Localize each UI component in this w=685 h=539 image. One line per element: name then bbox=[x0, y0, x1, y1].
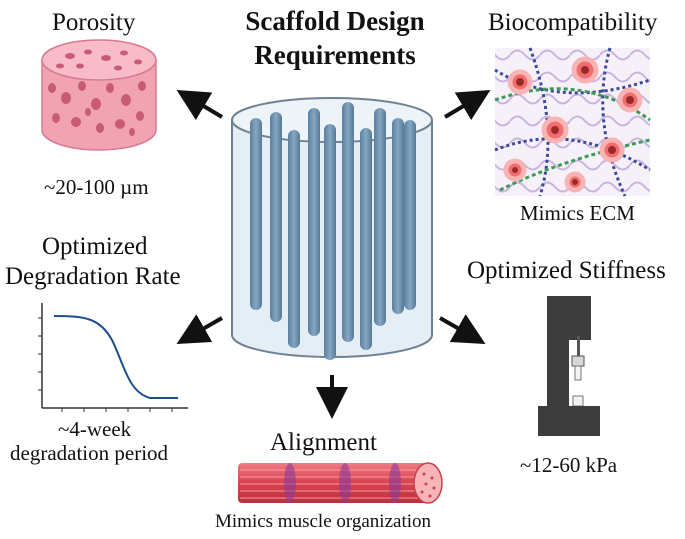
porous-cylinder-illustration bbox=[41, 39, 157, 151]
alignment-heading: Alignment bbox=[270, 429, 377, 456]
arrow-stiffness bbox=[439, 314, 486, 344]
diagram-title-line2: Requirements bbox=[254, 40, 416, 70]
biocompatibility-heading: Biocompatibility bbox=[488, 9, 658, 36]
biocompatibility-caption: Mimics ECM bbox=[520, 201, 635, 225]
degradation-caption-line1: ~4-week bbox=[58, 417, 132, 441]
diagram-title-line1: Scaffold Design bbox=[245, 6, 425, 36]
stiffness-heading: Optimized Stiffness bbox=[467, 257, 666, 284]
degradation-plot bbox=[38, 303, 188, 412]
scaffold-fibers bbox=[250, 102, 416, 360]
stiffness-caption: ~12-60 kPa bbox=[520, 453, 618, 477]
alignment-caption: Mimics muscle organization bbox=[215, 511, 431, 532]
porosity-heading: Porosity bbox=[52, 9, 136, 36]
scaffold-cylinder bbox=[231, 97, 433, 360]
arrow-porosity bbox=[176, 89, 224, 121]
degradation-curve bbox=[53, 315, 178, 399]
degradation-heading-line2: Degradation Rate bbox=[5, 263, 181, 290]
arrow-degradation bbox=[176, 314, 223, 344]
stiffness-tester-illustration bbox=[538, 296, 600, 436]
arrow-biocompatibility bbox=[443, 89, 491, 121]
arrows bbox=[176, 89, 491, 419]
porosity-caption: ~20-100 µm bbox=[44, 175, 149, 199]
degradation-heading-line1: Optimized bbox=[42, 233, 148, 260]
degradation-caption-line2: degradation period bbox=[10, 441, 169, 465]
ecm-network-illustration bbox=[494, 47, 651, 197]
muscle-bundle-illustration bbox=[238, 462, 443, 504]
